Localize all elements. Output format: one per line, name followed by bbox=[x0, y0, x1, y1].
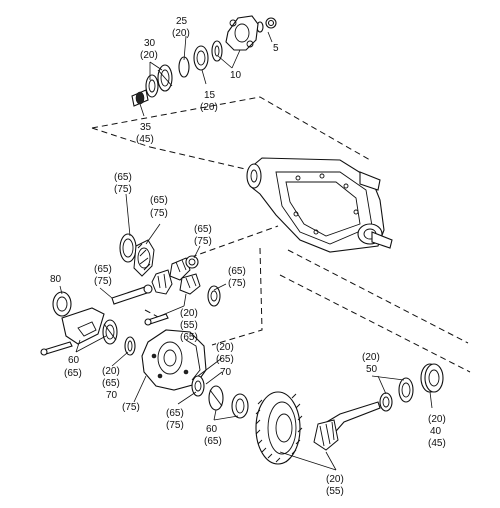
label-20f: (20) bbox=[216, 342, 234, 353]
label-60a: 60 bbox=[68, 355, 80, 366]
label-40: 40 bbox=[430, 426, 442, 437]
pinion-nut bbox=[265, 17, 277, 29]
label-70a: 70 bbox=[106, 390, 118, 401]
label-35-torque: (45) bbox=[136, 134, 154, 145]
label-75a: (75) bbox=[114, 184, 132, 195]
label-65d: (65) bbox=[94, 264, 112, 275]
side-gear-thrust-washer-left bbox=[119, 233, 137, 263]
label-65i: (65) bbox=[216, 354, 234, 365]
side-gear-right bbox=[151, 269, 173, 295]
pinion-seal bbox=[193, 45, 209, 71]
label-25-torque: (20) bbox=[172, 28, 190, 39]
differential-gears bbox=[111, 233, 221, 326]
label-30: 30 bbox=[144, 38, 156, 49]
label-65e: (65) bbox=[228, 266, 246, 277]
pinion-gear-top bbox=[169, 257, 191, 281]
bearing-cap-left bbox=[40, 291, 105, 356]
label-15: 15 bbox=[204, 90, 216, 101]
label-80: 80 bbox=[50, 274, 62, 285]
pinion-cup-outer bbox=[145, 74, 159, 98]
pinion-gear-bottom bbox=[179, 273, 201, 295]
label-75b: (75) bbox=[150, 208, 168, 219]
label-10: 10 bbox=[230, 70, 242, 81]
label-65b: (65) bbox=[150, 195, 168, 206]
label-65f: (65) bbox=[180, 332, 198, 343]
label-20g: (20) bbox=[362, 352, 380, 363]
side-gear-thrust-washer-right bbox=[207, 285, 221, 307]
label-55b: (55) bbox=[326, 486, 344, 497]
pinion-cup-inner bbox=[420, 363, 444, 393]
side-gear-left bbox=[133, 239, 155, 277]
label-65c: (65) bbox=[194, 224, 212, 235]
label-65a: (65) bbox=[114, 172, 132, 183]
label-20i: (20) bbox=[326, 474, 344, 485]
label-65h: (65) bbox=[102, 378, 120, 389]
label-20h: (20) bbox=[428, 414, 446, 425]
label-75d: (75) bbox=[94, 276, 112, 287]
pinion-gear-thrust-washer bbox=[185, 255, 199, 269]
label-25: 25 bbox=[176, 16, 188, 27]
pinion-depth-shim bbox=[398, 377, 414, 403]
drive-pinion bbox=[313, 401, 381, 451]
carrier-shim-left bbox=[124, 336, 136, 356]
pinion-yoke-assembly bbox=[131, 15, 277, 107]
label-75g: (75) bbox=[166, 420, 184, 431]
callout-labels: 25 (20) 30 (20) 5 10 15 (20) 35 (45) (65… bbox=[50, 16, 446, 497]
carrier-bearing-right-cup bbox=[208, 385, 224, 411]
carrier-shim-right bbox=[231, 393, 249, 419]
label-70b: 70 bbox=[220, 367, 232, 378]
label-20d: (20) bbox=[180, 308, 198, 319]
leader-lines bbox=[59, 31, 433, 471]
label-20e: (20) bbox=[102, 366, 120, 377]
label-35: 35 bbox=[140, 122, 152, 133]
label-65k: (65) bbox=[204, 436, 222, 447]
pinion-bearing-inner bbox=[379, 392, 393, 412]
pinion-yoke bbox=[225, 15, 259, 51]
label-75c: (75) bbox=[194, 236, 212, 247]
label-65g: (65) bbox=[64, 368, 82, 379]
collapsible-spacer bbox=[131, 89, 149, 107]
label-75e: (75) bbox=[228, 278, 246, 289]
carrier-bearing-left bbox=[102, 319, 118, 345]
label-15-torque: (20) bbox=[200, 102, 218, 113]
label-45b: (45) bbox=[428, 438, 446, 449]
label-75f: (75) bbox=[122, 402, 140, 413]
label-5: 5 bbox=[273, 43, 279, 54]
carrier-bearing-right bbox=[191, 375, 205, 397]
dust-shield bbox=[211, 40, 223, 62]
label-60b: 60 bbox=[206, 424, 218, 435]
label-65j: (65) bbox=[166, 408, 184, 419]
label-50: 50 bbox=[366, 364, 378, 375]
axle-housing bbox=[246, 157, 393, 253]
label-30-torque: (20) bbox=[140, 50, 158, 61]
ring-gear bbox=[255, 391, 303, 465]
pinion-bearing-outer bbox=[157, 64, 173, 92]
pinion-shaft-washer bbox=[143, 284, 153, 294]
differential-case bbox=[141, 329, 207, 391]
label-55a: (55) bbox=[180, 320, 198, 331]
